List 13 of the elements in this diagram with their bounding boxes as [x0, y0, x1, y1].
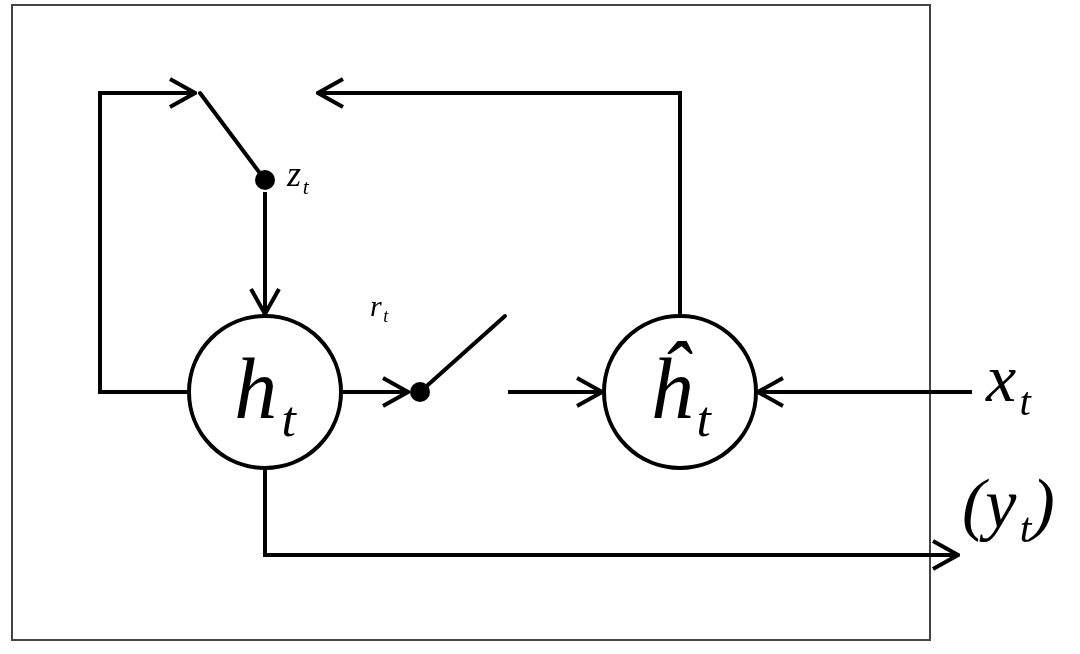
arrow [98, 77, 197, 394]
arrow [263, 470, 960, 571]
arrow [756, 376, 972, 408]
state-circle: ĥ$_{t}$ [602, 314, 758, 470]
gate-label: z$_{t}$ [287, 156, 309, 192]
arrow [249, 192, 281, 316]
gate-label: r$_{t}$ [370, 291, 389, 321]
switch-symbol [408, 312, 508, 402]
state-circle: h$_{t}$ [187, 314, 343, 470]
output-label: (y$_{t}$) [962, 458, 1055, 549]
arrow [508, 376, 604, 408]
arrow [316, 77, 682, 314]
arrow [343, 376, 410, 408]
